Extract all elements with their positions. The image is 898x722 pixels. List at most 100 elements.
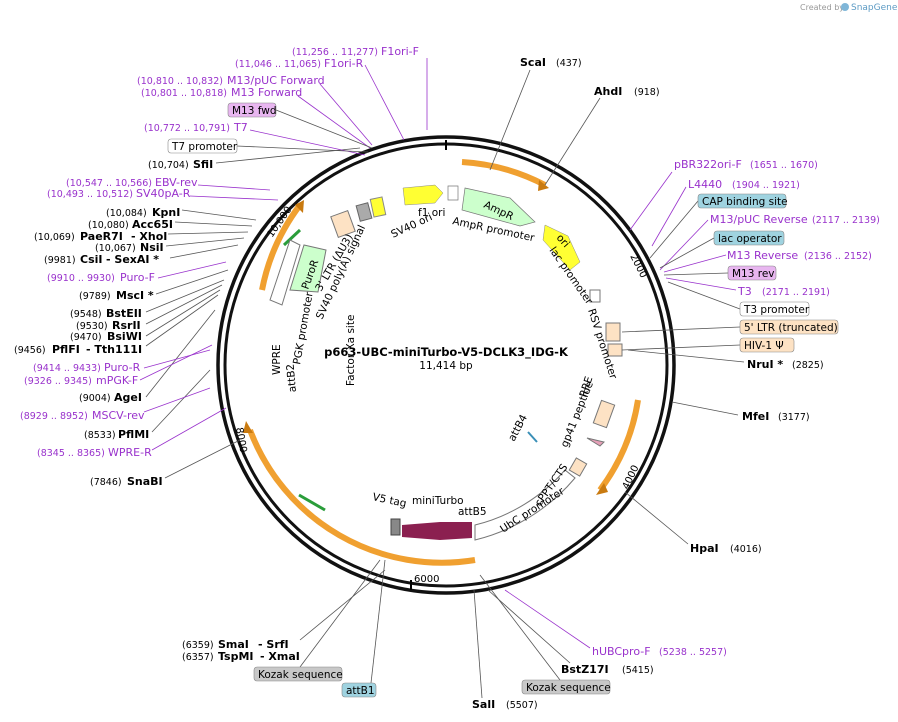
leader-ebv-rev — [197, 184, 271, 191]
leader-hiv1 — [621, 344, 741, 351]
leader-csii — [169, 244, 239, 259]
primer-f1ori-f: F1ori-F — [381, 45, 419, 58]
feature-attb2: attB2 — [285, 363, 299, 392]
primer-m13-fwd: M13 Forward — [231, 86, 302, 99]
tick-label-8000: 8000 — [233, 427, 248, 454]
leader-pflfi — [145, 294, 219, 347]
primer-m13puc-rev-pos: (2117 .. 2139) — [812, 215, 880, 226]
miniturbo-arrow — [402, 522, 472, 540]
leader-bstz17i — [487, 589, 571, 664]
enzyme-sali: SalI — [472, 698, 495, 711]
enzyme-tspmi-pos: (6357) — [182, 652, 214, 663]
wpre-shape — [269, 239, 301, 306]
enzyme-kpni-pos: (10,084) — [106, 208, 147, 219]
m13-rev-label: M13 rev — [732, 268, 775, 280]
cap-binding-site-box — [697, 193, 787, 209]
leader-m13puc-fwd — [319, 83, 373, 146]
leader-pflmi — [151, 369, 211, 433]
primer-t3: T3 — [737, 285, 752, 298]
enzyme-bsiwi: BsiWI — [107, 330, 142, 343]
t7-promoter-label: T7 promoter — [171, 141, 238, 153]
leader-kpni — [181, 209, 257, 221]
leader-attb1 — [370, 559, 386, 684]
feature-attb5: attB5 — [458, 506, 487, 518]
primer-pbr322ori-f-pos: (1651 .. 1670) — [750, 160, 818, 171]
m13-rev-box — [727, 265, 777, 281]
rre-shape — [592, 399, 616, 429]
leader-nsii — [165, 237, 245, 247]
enzyme-paer7i-pos: (10,069) — [34, 232, 75, 243]
arc-top-arrow — [538, 180, 549, 191]
enzyme-tth111i: - Tth111I — [86, 343, 142, 356]
kozak-label-left: Kozak sequence — [258, 669, 343, 681]
leader-5ltr — [621, 326, 741, 333]
enzyme-pflfi-pos: (9456) — [14, 345, 46, 356]
left-enzyme-stack: (8533) PflMI (9004) AgeI (9456) PflFI - … — [14, 147, 361, 441]
primer-f1ori-f-pos: (11,256 .. 11,277) — [292, 47, 378, 58]
snapgene-logo-icon — [841, 3, 849, 11]
enzyme-scai: ScaI — [520, 56, 546, 69]
leader-m13-rev — [663, 254, 727, 273]
primer-t7: T7 — [233, 121, 248, 134]
plasmid-name: p663-UBC-miniTurbo-V5-DCLK3_IDG-K — [324, 345, 569, 360]
arc-right — [597, 399, 641, 492]
enzyme-agei-pos: (9004) — [79, 393, 111, 404]
enzyme-acc65i-pos: (10,080) — [88, 220, 129, 231]
leader-kozak-left — [299, 559, 381, 668]
primer-puro-r-pos: (9414 .. 9433) — [33, 363, 101, 374]
attb4-mark — [527, 431, 538, 443]
leader-m13-fwd-box — [275, 109, 373, 149]
arc-bottom — [247, 428, 476, 566]
enzyme-nrui-pos: (2825) — [792, 360, 824, 371]
leader-mfei — [671, 401, 739, 416]
primer-m13-fwd-pos: (10,801 .. 10,818) — [141, 88, 227, 99]
brand-name: SnapGene — [851, 3, 898, 13]
primer-mpgk-f-pos: (9326 .. 9345) — [24, 376, 92, 387]
enzyme-csii: CsiI — [80, 253, 102, 266]
feature-f1-ori: f1 ori — [418, 207, 445, 219]
primer-l4440-pos: (1904 .. 1921) — [732, 180, 800, 191]
enzyme-rsrii-pos: (9530) — [76, 321, 108, 332]
feature-attb4: attB4 — [506, 412, 530, 443]
t3-promoter-label: T3 promoter — [743, 304, 810, 316]
arc-bottom-arrow — [243, 421, 253, 433]
enzyme-xhoi: - XhoI — [131, 230, 167, 243]
enzyme-msci-pos: (9789) — [79, 291, 111, 302]
leader-hubcpro-f — [504, 589, 591, 649]
ltr3-shape — [330, 209, 356, 239]
ampr-promoter-shape — [447, 185, 459, 201]
leader-kozak-right — [479, 574, 561, 681]
leader-l4440 — [651, 186, 687, 247]
leader-t7-promoter — [236, 145, 369, 153]
boxed-labels: M13 fwd T7 promoter CAP binding site lac… — [167, 102, 839, 698]
primer-hubcpro-f: hUBCpro-F — [592, 645, 651, 658]
cppt-shape — [568, 457, 588, 477]
primer-f1ori-r-pos: (11,046 .. 11,065) — [235, 59, 321, 70]
t3-promoter-box — [739, 301, 810, 317]
arc-right-arrow — [596, 483, 608, 495]
green-arrow-2 — [298, 493, 326, 512]
enzyme-sfii-pos: (10,704) — [148, 160, 189, 171]
leader-m13puc-rev — [659, 219, 709, 271]
primer-puro-r: Puro-R — [104, 361, 141, 374]
leader-mscv-rev — [143, 387, 211, 413]
5ltr-label: 5' LTR (truncated) — [744, 322, 838, 334]
enzyme-srfi: - SrfI — [258, 638, 289, 651]
primer-ebv-rev-pos: (10,547 .. 10,566) — [66, 178, 152, 189]
feature-sv40-ori: SV40 ori — [389, 211, 434, 241]
primer-m13-rev-pos: (2136 .. 2152) — [804, 251, 872, 262]
enzyme-nsii: NsiI — [140, 241, 164, 254]
enzyme-tspmi: TspMI — [218, 650, 254, 663]
leader-bsteii — [145, 279, 225, 313]
feature-ubc-promoter: UbC promoter — [498, 485, 567, 536]
lac-operator-label: lac operator — [718, 233, 782, 245]
leader-nrui — [627, 349, 745, 363]
brand-prefix: Created by — [800, 3, 844, 12]
ubc-promoter-shape — [474, 469, 576, 541]
primer-m13puc-fwd: M13/pUC Forward — [227, 74, 325, 87]
enzyme-bstz17i-pos: (5415) — [622, 665, 654, 676]
primer-ebv-rev: EBV-rev — [155, 176, 198, 189]
ori-arrow — [542, 224, 581, 271]
enzyme-acc65i: Acc65I — [132, 218, 173, 231]
primer-l4440: L4440 — [688, 178, 722, 191]
